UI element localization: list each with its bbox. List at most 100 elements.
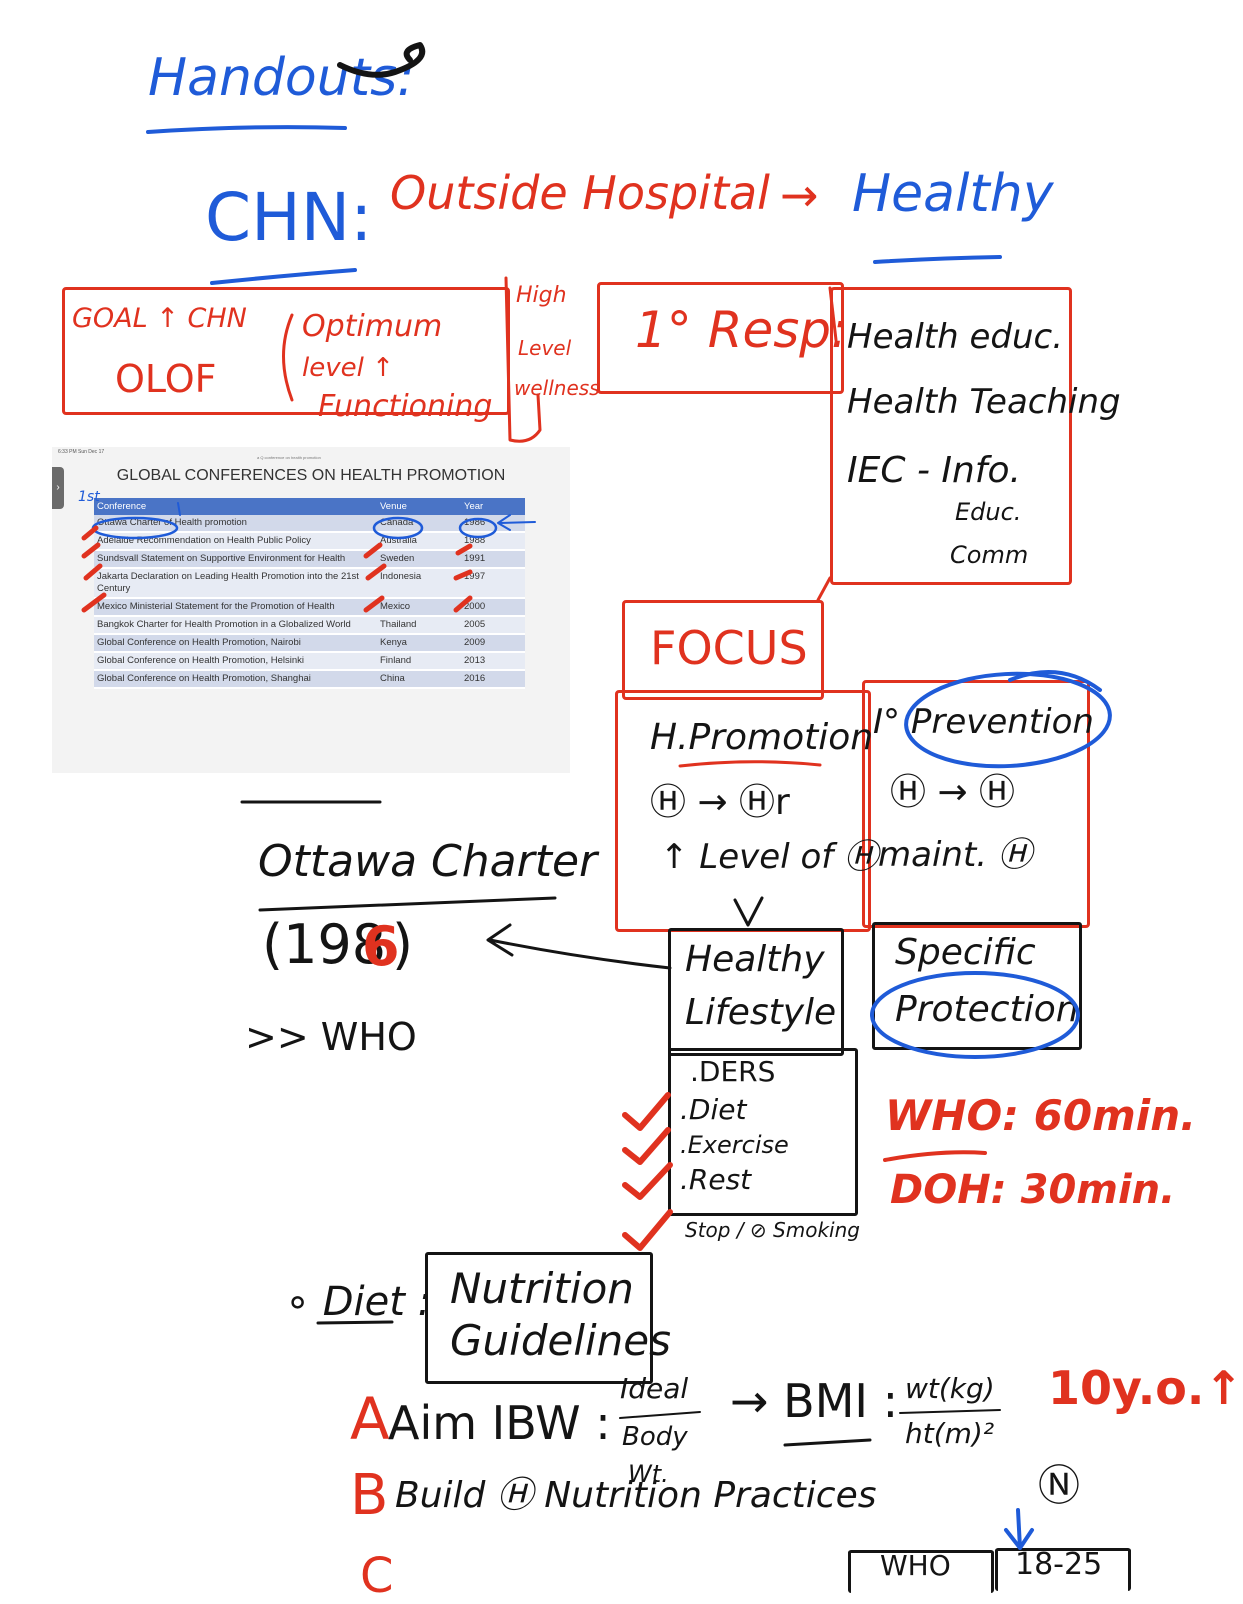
chn-underline (210, 268, 357, 285)
table-row: Bangkok Charter for Health Promotion in … (94, 616, 525, 635)
resp-to-focus (816, 576, 832, 602)
col-year: Year (461, 498, 525, 515)
table-row: Jakarta Declaration on Leading Health Pr… (94, 568, 525, 599)
cell-venue: Mexico (377, 598, 461, 617)
ders-item-4: .Rest (680, 1163, 752, 1196)
cell-year: 2016 (461, 670, 525, 689)
high-level-3: wellness (514, 376, 600, 400)
ink-strokes (81, 42, 1112, 1550)
cell-venue: Sweden (377, 550, 461, 569)
resp-box (597, 282, 844, 394)
healthy-lifestyle-1: Healthy (685, 939, 825, 980)
table-row: Global Conference on Health Promotion, H… (94, 652, 525, 671)
bmi-divider (899, 1409, 1001, 1414)
who-box (848, 1550, 994, 1593)
ottawa-year-close: ) (392, 913, 414, 976)
build-initial: B (350, 1463, 389, 1528)
ibw-divider (619, 1411, 701, 1419)
chn-arrow: → (780, 168, 819, 222)
age-note: 10y.o.↑ (1048, 1361, 1243, 1415)
sidebar-handle[interactable]: › (52, 467, 64, 509)
specific-protection-box (872, 922, 1082, 1050)
range-box-label: 18-25 (1015, 1547, 1103, 1582)
promotion-underline (678, 760, 822, 768)
who-underline (883, 1150, 987, 1162)
goal-line1: GOAL ↑ CHN (72, 303, 247, 334)
ottawa-year-open: (198 (262, 913, 387, 976)
diet-underline (316, 1320, 394, 1325)
nutrition-guidelines-box (425, 1252, 653, 1384)
conference-screenshot: 6:33 PM Sun Dec 17 a Q conference on hea… (52, 447, 570, 773)
tick-year-2 (455, 543, 473, 556)
header-tick (177, 502, 181, 516)
promotion-down-arrow (733, 896, 764, 927)
ders-item-3: .Exercise (680, 1131, 789, 1159)
resp-connector (828, 286, 838, 342)
build-text: Build Ⓗ Nutrition Practices (395, 1475, 877, 1516)
ottawa-year-fix: 6 (362, 915, 400, 978)
who-box-label: WHO (880, 1549, 951, 1582)
year-circle (458, 517, 498, 539)
table-row: Mexico Ministerial Statement for the Pro… (94, 598, 525, 617)
protection-circle (870, 971, 1080, 1059)
focus-box (622, 600, 824, 700)
cell-conference: Adelaide Recommendation on Health Public… (94, 532, 377, 551)
who-exercise: WHO: 60min. (885, 1091, 1197, 1140)
optimum-line2: level ↑ (302, 353, 394, 383)
specific-protection-2: Protection (895, 989, 1079, 1030)
bmi-denominator: ht(m)² (905, 1417, 995, 1450)
table-row: Global Conference on Health Promotion, N… (94, 634, 525, 653)
ibw-ideal: Ideal (620, 1372, 689, 1405)
cell-year: 2013 (461, 652, 525, 671)
prevention-line1: Ⓗ → Ⓗ (890, 772, 1016, 813)
cell-year: 1997 (461, 568, 525, 599)
ottawa-underline (258, 896, 557, 912)
range-box (995, 1548, 1131, 1591)
n-blue-arrow (1004, 1508, 1034, 1550)
ibw-wt: Wt. (628, 1460, 669, 1488)
tick-year-3 (453, 569, 473, 581)
cell-conference: Jakarta Declaration on Leading Health Pr… (94, 568, 377, 599)
optimum-line3: Functioning (318, 389, 493, 424)
tick-row-4 (81, 592, 107, 613)
aim-text: Aim IBW : (388, 1396, 611, 1450)
cell-venue: Kenya (377, 634, 461, 653)
prevention-circle (904, 671, 1112, 769)
chn-healthy: Healthy (852, 164, 1054, 224)
cell-year: 2005 (461, 616, 525, 635)
focus-label: FOCUS (650, 621, 808, 675)
healthy-lifestyle-2: Lifestyle (685, 992, 837, 1033)
ders-item-2: .Diet (680, 1093, 747, 1126)
check-2 (622, 1127, 671, 1165)
promotion-line1: Ⓗ → Ⓗr (650, 782, 790, 823)
tick-row-2 (81, 542, 101, 559)
handouts-underline (146, 125, 347, 134)
specific-protection-1: Specific (895, 932, 1036, 973)
resp-item-4: Educ. (955, 498, 1022, 526)
ottawa-arrow (486, 923, 672, 970)
check-4 (622, 1209, 673, 1251)
tick-venue-2 (363, 542, 383, 559)
table-row: Global Conference on Health Promotion, S… (94, 670, 525, 689)
canada-circle (372, 516, 424, 540)
doh-exercise: DOH: 30min. (890, 1167, 1176, 1213)
col-venue: Venue (377, 498, 461, 515)
table-row: Sundsvall Statement on Supportive Enviro… (94, 550, 525, 569)
tick-year-4 (453, 595, 473, 613)
screenshot-url: a Q conference on health promotion (257, 455, 321, 460)
check-1 (622, 1092, 671, 1131)
year-arrow (497, 514, 536, 531)
resp-items-box (830, 287, 1072, 585)
cell-conference: Global Conference on Health Promotion, N… (94, 634, 377, 653)
cell-year: 2000 (461, 598, 525, 617)
nutrition-guidelines-2: Guidelines (450, 1316, 672, 1365)
resp-item-5: Comm (950, 541, 1029, 569)
cell-venue: Indonesia (377, 568, 461, 599)
resp-item-3: IEC - Info. (847, 450, 1021, 491)
cell-conference: Bangkok Charter for Health Promotion in … (94, 616, 377, 635)
chn-label: CHN: (205, 179, 373, 256)
goal-olof: OLOF (115, 357, 217, 401)
screenshot-title: GLOBAL CONFERENCES ON HEALTH PROMOTION (116, 467, 506, 484)
handouts-swoosh (337, 42, 426, 78)
resp-item-1: Health educ. (847, 317, 1064, 357)
